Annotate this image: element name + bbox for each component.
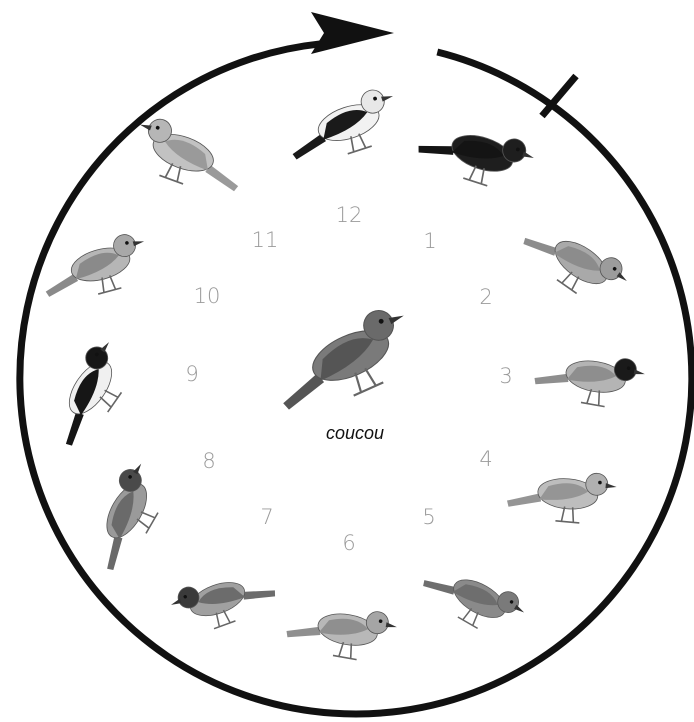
hour-label-2: 2 (479, 285, 492, 309)
hour-label-8: 8 (202, 449, 215, 473)
garden-warbler-icon (506, 466, 618, 526)
hour-label-12: 12 (336, 203, 363, 227)
cuckoo-icon (264, 301, 425, 423)
hour-label-1: 1 (423, 229, 436, 253)
hour-label-6: 6 (342, 531, 355, 555)
hour-label-9: 9 (185, 362, 198, 386)
woodlark-icon (126, 113, 251, 202)
song-thrush-icon (516, 209, 634, 313)
robin-icon (417, 551, 530, 644)
flycatcher-icon (37, 335, 141, 453)
center-label: coucou (326, 423, 384, 443)
blackcap-icon (532, 344, 647, 413)
redstart-icon (77, 458, 175, 577)
reed-warbler-icon (37, 230, 155, 307)
hour-label-7: 7 (260, 505, 273, 529)
cuckoo-icon-shape (264, 301, 425, 423)
pied-starling-icon (281, 84, 405, 170)
firecrest-icon (167, 559, 280, 640)
hour-label-11: 11 (252, 228, 279, 252)
blackbird-icon (413, 111, 537, 197)
arrow-head-icon (311, 12, 394, 54)
hour-label-4: 4 (479, 447, 492, 471)
nightingale-icon (284, 597, 399, 666)
hour-label-5: 5 (422, 505, 435, 529)
hour-label-3: 3 (499, 364, 512, 388)
hour-label-10: 10 (194, 284, 221, 308)
